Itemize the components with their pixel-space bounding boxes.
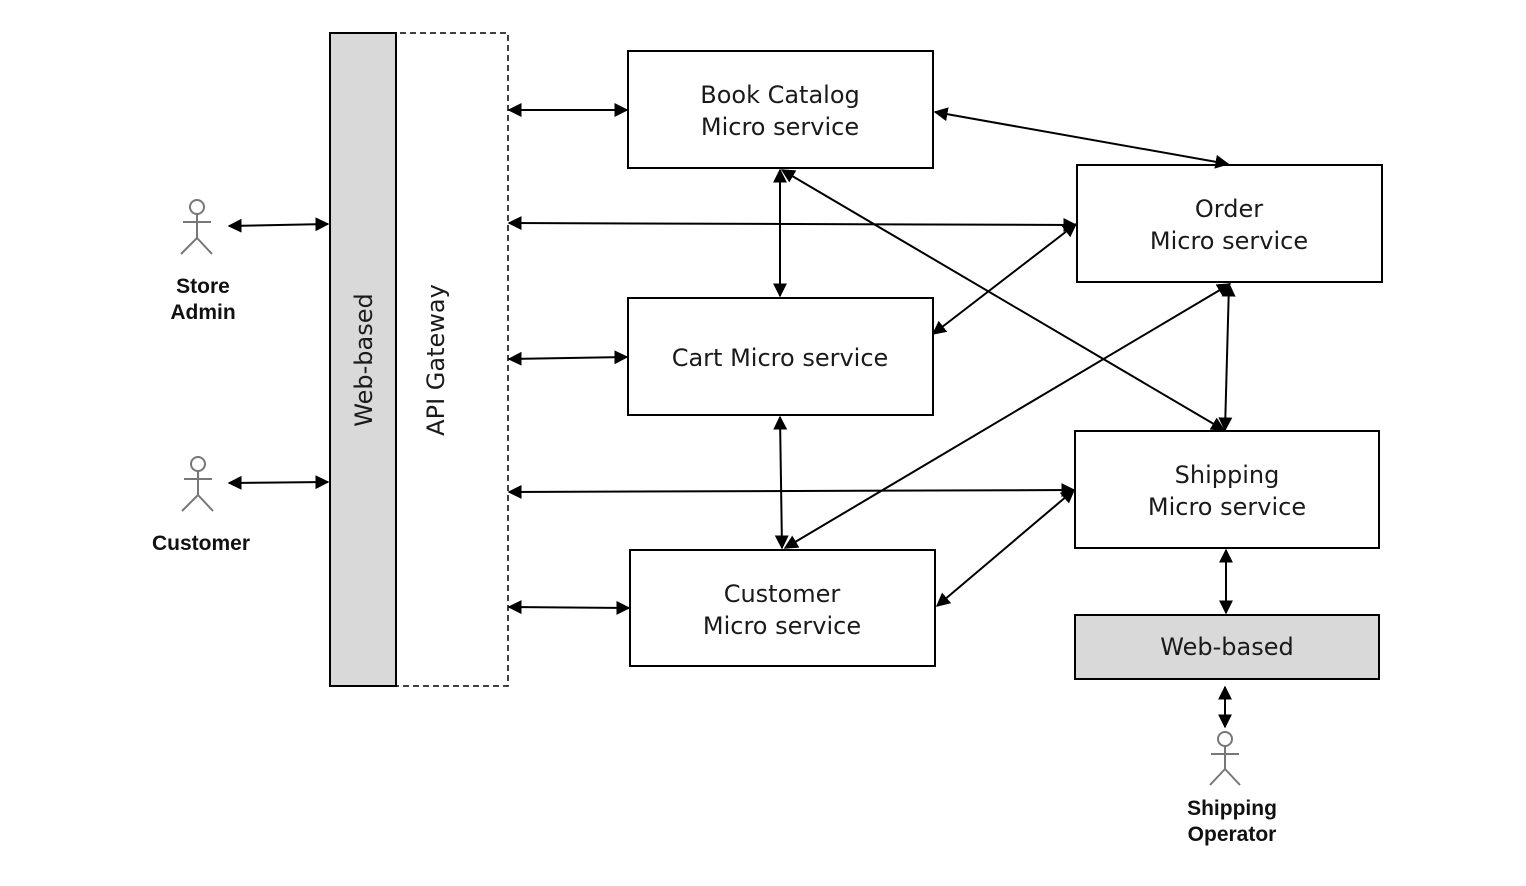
shipping-box <box>1074 430 1380 549</box>
web-based-box <box>329 32 397 687</box>
edge-gateway-customer <box>507 600 631 615</box>
edges <box>227 103 1236 729</box>
edge-cart-order <box>931 223 1078 335</box>
store-admin-actor: Store Admin <box>170 199 236 324</box>
shipping-label-line1: Shipping <box>1175 461 1280 489</box>
edge-customer-order <box>783 283 1232 549</box>
customer-service-label-line2: Micro service <box>703 612 861 640</box>
shipping-web-based-box <box>1074 614 1380 680</box>
book-catalog-label-line1: Book Catalog <box>700 81 860 109</box>
cart-label: Cart Micro service <box>672 344 889 372</box>
customer-actor-label: Customer <box>152 532 250 555</box>
cart-service[interactable]: Cart Micro service <box>627 297 934 416</box>
shipping-operator-person-icon <box>1209 731 1241 786</box>
left-panel: Web-based API Gateway <box>329 32 509 687</box>
shipping-operator-actor: Shipping Operator <box>1187 731 1277 846</box>
order-service[interactable]: Order Micro service <box>1076 164 1383 283</box>
book-catalog-box <box>627 50 934 169</box>
edge-order-shipping <box>1218 282 1236 432</box>
shipping-service[interactable]: Shipping Micro service <box>1074 430 1380 549</box>
edge-gateway-shipping <box>507 483 1076 499</box>
edge-customer-shipping <box>935 489 1076 607</box>
customer-service[interactable]: Customer Micro service <box>629 549 936 667</box>
edge-store-admin-web <box>227 217 330 233</box>
store-admin-label-line2: Admin <box>170 301 235 324</box>
api-gateway-label: API Gateway <box>422 284 450 436</box>
book-catalog-service[interactable]: Book Catalog Micro service <box>627 50 934 169</box>
edge-book-catalog-order <box>933 107 1230 169</box>
order-box <box>1076 164 1383 283</box>
store-admin-person-icon <box>180 199 213 255</box>
customer-service-box <box>629 549 936 667</box>
shipping-label-line2: Micro service <box>1148 493 1306 521</box>
edge-customer-web <box>227 475 330 490</box>
book-catalog-label-line2: Micro service <box>701 113 859 141</box>
shipping-web-based[interactable]: Web-based <box>1074 614 1380 680</box>
order-label-line2: Micro service <box>1150 227 1308 255</box>
shipping-operator-label-line1: Shipping <box>1187 797 1277 820</box>
customer-service-label-line1: Customer <box>724 580 841 608</box>
edge-gateway-cart <box>507 350 629 366</box>
edge-gateway-order <box>507 216 1078 232</box>
edge-cart-customer <box>773 415 789 550</box>
shipping-operator-label-line2: Operator <box>1188 823 1277 846</box>
customer-person-icon <box>181 456 214 512</box>
order-label-line1: Order <box>1195 195 1263 223</box>
customer-actor: Customer <box>152 456 250 555</box>
store-admin-label-line1: Store <box>176 275 230 298</box>
shipping-web-based-label: Web-based <box>1160 633 1293 661</box>
web-based-label: Web-based <box>350 293 378 426</box>
